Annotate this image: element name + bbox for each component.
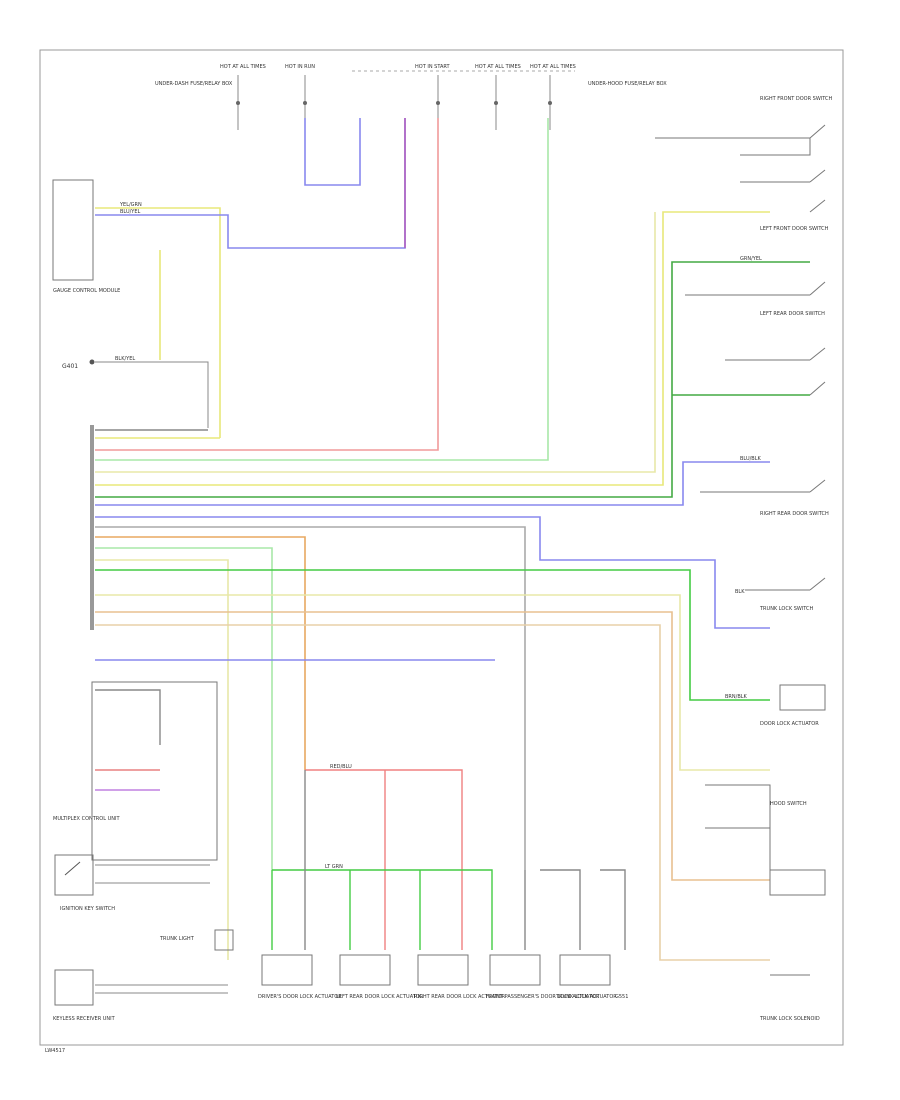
actuator-box-5 (559, 954, 611, 986)
fuse-label-3: HOT IN START (415, 64, 451, 70)
multiplex-sub-box (91, 681, 218, 861)
fuse-label-5: HOT AT ALL TIMES (530, 64, 576, 70)
bottom-label-1: DRIVER'S DOOR LOCK ACTUATOR (258, 994, 342, 1000)
keyless-receiver-label: KEYLESS RECEIVER UNIT (53, 1016, 116, 1022)
bottom-label-2: LEFT REAR DOOR LOCK ACTUATOR (336, 994, 424, 1000)
g401-label: G401 (62, 363, 78, 370)
bottom-label-3: RIGHT REAR DOOR LOCK ACTUATOR (414, 994, 506, 1000)
gauge-control-module (52, 179, 94, 281)
wire-label-3: BLK/YEL (115, 356, 135, 362)
footer-code: LW4517 (45, 1048, 65, 1054)
wire-label-1: YEL/GRN (119, 202, 142, 208)
fuse-label-1: HOT AT ALL TIMES (220, 64, 266, 70)
switch-label-rf: RIGHT FRONT DOOR SWITCH (760, 96, 833, 102)
ignition-switch-label: IGNITION KEY SWITCH (60, 906, 115, 912)
wire-label-9: BLK (735, 589, 745, 595)
fuse-label-2: HOT IN RUN (285, 64, 315, 70)
bottom-label-6: G551 (615, 994, 628, 1000)
switch-label-actuator: DOOR LOCK ACTUATOR (760, 721, 819, 727)
wire-label-6: BLU/BLK (740, 456, 762, 462)
actuator-box-4 (489, 954, 541, 986)
gauge-module-label: GAUGE CONTROL MODULE (53, 288, 120, 294)
trunk-light (214, 929, 234, 951)
actuator-box-3 (417, 954, 469, 986)
wire-label-7: BRN/BLK (725, 694, 748, 700)
wire-label-8: GRN/YEL (740, 256, 762, 262)
fuse-label-4: HOT AT ALL TIMES (475, 64, 521, 70)
switch-label-lf: LEFT FRONT DOOR SWITCH (760, 226, 829, 232)
wire-label-5: LT GRN (325, 864, 343, 870)
ignition-key-switch (54, 854, 94, 896)
diagram-frame (39, 49, 844, 1046)
trunk-light-label: TRUNK LIGHT (159, 936, 195, 942)
actuator-box-1 (261, 954, 313, 986)
switch-label-trunk: TRUNK LOCK SWITCH (759, 606, 814, 612)
under-hood-box-label: UNDER-HOOD FUSE/RELAY BOX (588, 81, 667, 87)
fuse-box-label: UNDER-DASH FUSE/RELAY BOX (155, 81, 233, 87)
switch-label-hood: HOOD SWITCH (770, 801, 807, 807)
switch-label-rr: RIGHT REAR DOOR SWITCH (760, 511, 829, 517)
multiplex-unit-label: MULTIPLEX CONTROL UNIT (53, 816, 120, 822)
switch-label-lr: LEFT REAR DOOR SWITCH (760, 311, 825, 317)
wire-label-4: RED/BLU (330, 764, 352, 770)
switch-label-solenoid: TRUNK LOCK SOLENOID (759, 1016, 820, 1022)
actuator-box-2 (339, 954, 391, 986)
wire-label-2: BLU/YEL (120, 209, 141, 215)
bottom-label-4: FRONT PASSENGER'S DOOR LOCK ACTUATOR (486, 994, 600, 1000)
keyless-receiver-unit (54, 969, 94, 1006)
bottom-label-5: TRUNK LOCK ACTUATOR (555, 994, 617, 1000)
